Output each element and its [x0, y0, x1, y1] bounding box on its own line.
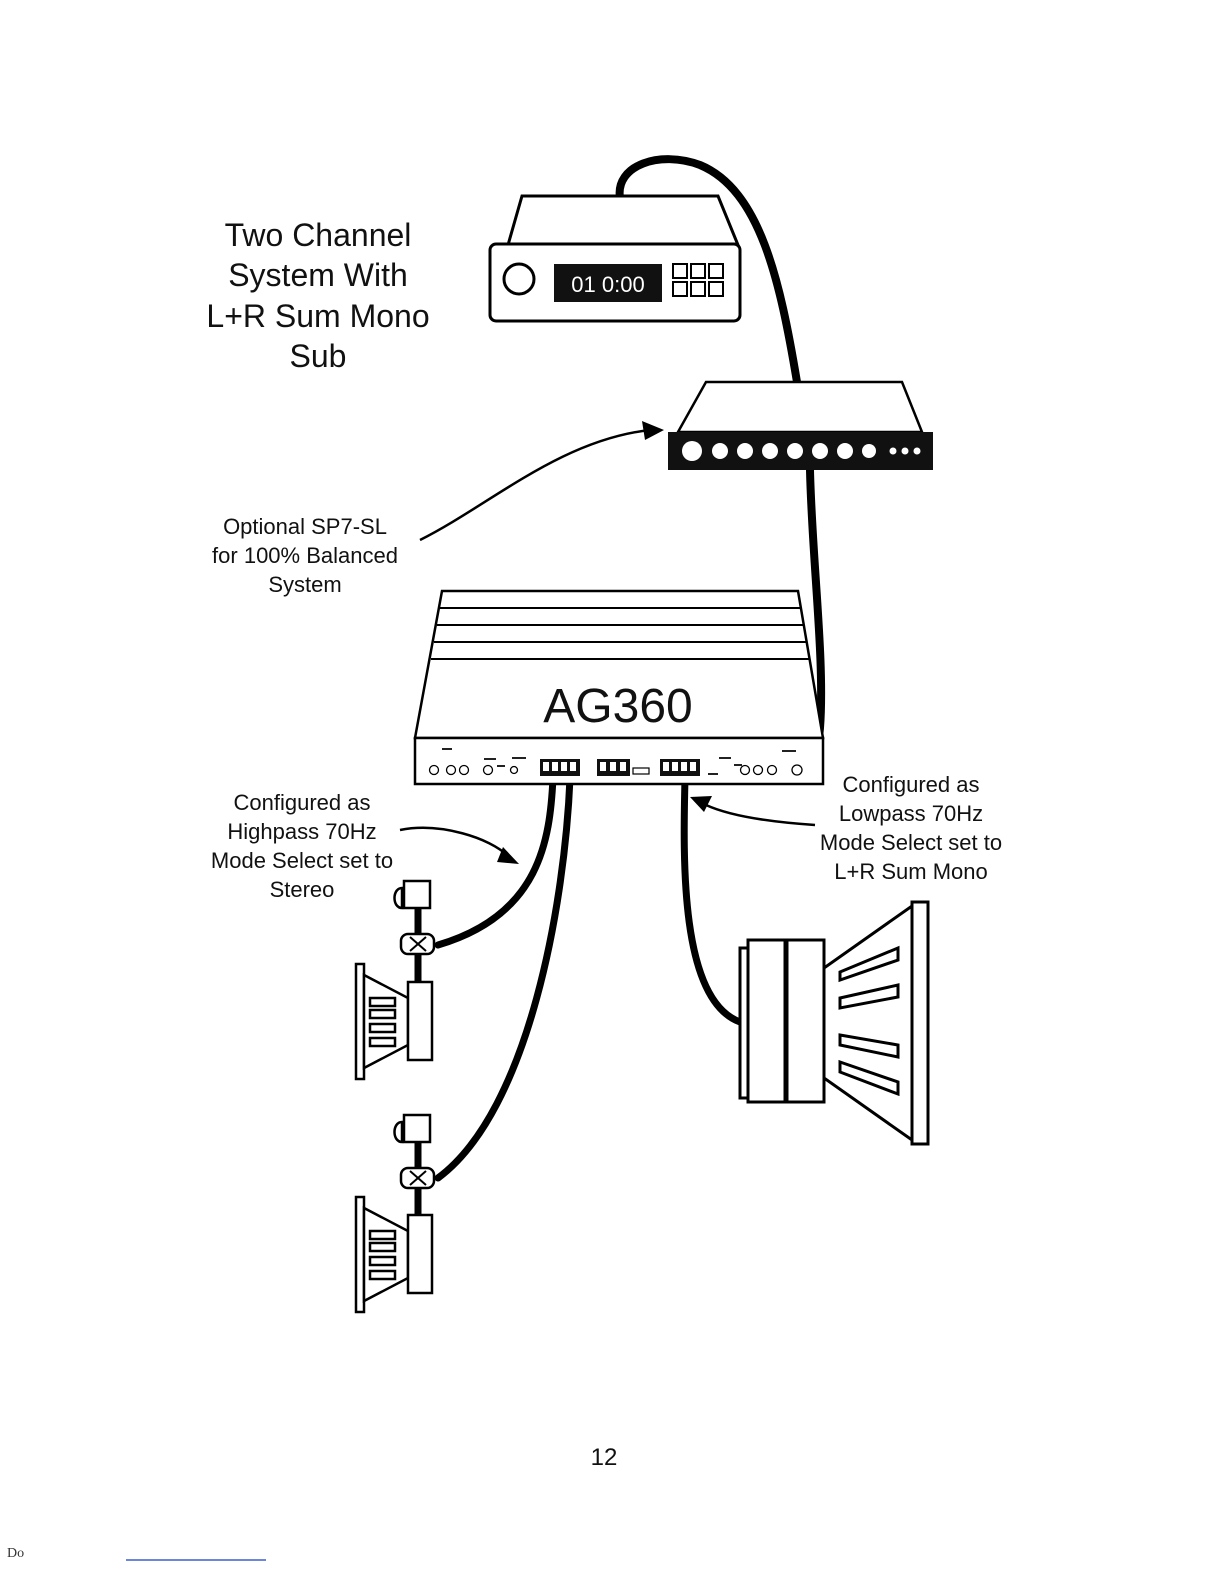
svg-text:for 100% Balanced: for 100% Balanced [212, 543, 398, 568]
svg-text:Mode Select set to: Mode Select set to [820, 830, 1002, 855]
tweeter-icon [395, 881, 431, 908]
title-line-2: System With [228, 257, 408, 293]
woofer-icon [356, 964, 432, 1079]
tweeter-icon [395, 1115, 431, 1142]
front-right-component-set [356, 1115, 434, 1312]
svg-text:Lowpass 70Hz: Lowpass 70Hz [839, 801, 983, 826]
sp7-sl-processor [668, 382, 933, 470]
title-line-1: Two Channel [225, 217, 412, 253]
highpass-note-arrow [400, 828, 508, 856]
speaker-wire-front-right [438, 778, 570, 1178]
volume-knob-icon [504, 264, 534, 294]
front-left-component-set [356, 881, 434, 1079]
power-terminal-icon [597, 759, 630, 776]
diagram-title: Two Channel System With L+R Sum Mono Sub [206, 217, 429, 374]
amp-model-label: AG360 [543, 680, 692, 733]
title-line-3: L+R Sum Mono [206, 298, 429, 334]
svg-text:Mode Select set to: Mode Select set to [211, 848, 393, 873]
lowpass-note: Configured as Lowpass 70Hz Mode Select s… [820, 772, 1002, 884]
lowpass-arrowhead-icon [690, 796, 712, 812]
sp7-note: Optional SP7-SL for 100% Balanced System [212, 514, 398, 597]
svg-text:Configured as: Configured as [843, 772, 980, 797]
head-unit-display-text: 01 0:00 [571, 272, 644, 297]
svg-text:Stereo: Stereo [270, 877, 335, 902]
sp7-arrowhead-icon [642, 421, 664, 440]
svg-text:Optional SP7-SL: Optional SP7-SL [223, 514, 387, 539]
head-unit: 01 0:00 [490, 196, 740, 321]
highpass-note: Configured as Highpass 70Hz Mode Select … [211, 790, 393, 902]
sp7-note-arrow [420, 430, 650, 540]
speaker-wire-front-left [438, 778, 553, 945]
page-number: 12 [591, 1444, 618, 1471]
speaker-terminal-left-icon [540, 759, 580, 776]
lowpass-note-arrow [706, 805, 815, 825]
speaker-terminal-right-icon [660, 759, 700, 776]
ag360-amplifier: AG360 [415, 591, 823, 784]
title-line-4: Sub [290, 338, 347, 374]
svg-text:Configured as: Configured as [234, 790, 371, 815]
subwoofer-icon [740, 902, 928, 1144]
svg-text:L+R Sum Mono: L+R Sum Mono [834, 859, 987, 884]
svg-text:Highpass 70Hz: Highpass 70Hz [227, 819, 376, 844]
woofer-icon [356, 1197, 432, 1312]
footer-fragment: Do [7, 1546, 24, 1561]
crossover-icon [401, 934, 434, 954]
svg-text:System: System [268, 572, 341, 597]
crossover-icon [401, 1168, 434, 1188]
